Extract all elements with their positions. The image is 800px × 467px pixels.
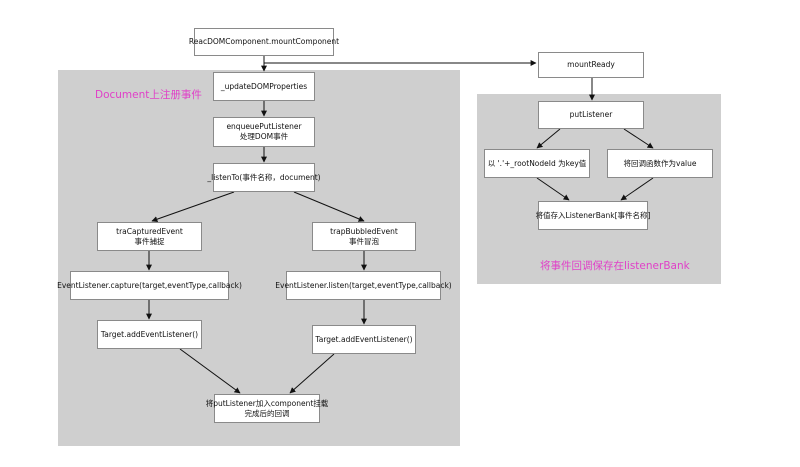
node-text-line: Target.addEventListener() [100,329,199,339]
node-put-listener: putListener [538,101,644,129]
node-text-line: trapBubbledEvent [330,226,398,236]
edge-value-to-store [620,177,654,201]
edge-addright-to-queue [289,353,335,394]
node-listen-to: _listenTo(事件名称，document) [207,163,321,192]
node-capture-call: EventListener.capture(target,eventType,c… [57,271,242,300]
region-label-document: Document上注册事件 [95,89,202,101]
node-add-listener-right: Target.addEventListener() [312,325,416,354]
node-text-line: enqueuePutListener [226,122,302,131]
node-store-listener-bank: 将值存入ListenerBank[事件名称] [535,201,651,230]
node-text-line: traCapturedEvent [116,226,183,236]
node-text-line: _listenTo(事件名称，document) [207,172,321,182]
edge-putlistener-to-value [623,128,654,149]
node-mount-component: ReacDOMComponent.mountComponent [189,28,339,56]
node-text-line: 以 '.'+_rootNodeId 为key值 [487,158,587,168]
node-mount-ready: mountReady [538,52,644,78]
node-text-line: Target.addEventListener() [315,334,413,344]
node-text-line: mountReady [567,60,615,69]
node-text-line: 完成后的回调 [244,408,290,418]
node-text-line: 事件冒泡 [349,236,379,246]
node-put-listener-queue: 将putListener加入component挂载完成后的回调 [206,394,328,423]
node-callback-value: 将回调函数作为value [607,149,713,178]
node-text-line: EventListener.listen(target,eventType,ca… [275,280,452,290]
edge-listento-to-bubbled [293,191,365,222]
node-text-line: 将putListener加入component挂载 [205,398,329,408]
node-text-line: 处理DOM事件 [239,132,289,141]
edge-listento-to-captured [151,191,235,223]
edge-addleft-to-queue [179,348,241,394]
edge-key-to-store [536,177,570,201]
node-update-dom-properties: _updateDOMProperties [213,72,315,101]
node-text-line: EventListener.capture(target,eventType,c… [57,280,242,290]
node-root-node-key: 以 '.'+_rootNodeId 为key值 [484,149,590,178]
node-text-line: 将值存入ListenerBank[事件名称] [535,210,651,220]
node-listen-call: EventListener.listen(target,eventType,ca… [275,271,452,300]
region-label-listener-bank: 将事件回调保存在listenerBank [540,260,690,272]
node-text-line: _updateDOMProperties [220,81,308,91]
node-text-line: putListener [569,110,613,119]
node-text-line: 事件捕捉 [134,236,165,246]
node-text-line: 将回调函数作为value [623,158,697,168]
node-add-listener-left: Target.addEventListener() [97,320,202,349]
node-text-line: ReacDOMComponent.mountComponent [188,37,340,46]
edge-putlistener-to-key [536,128,561,149]
